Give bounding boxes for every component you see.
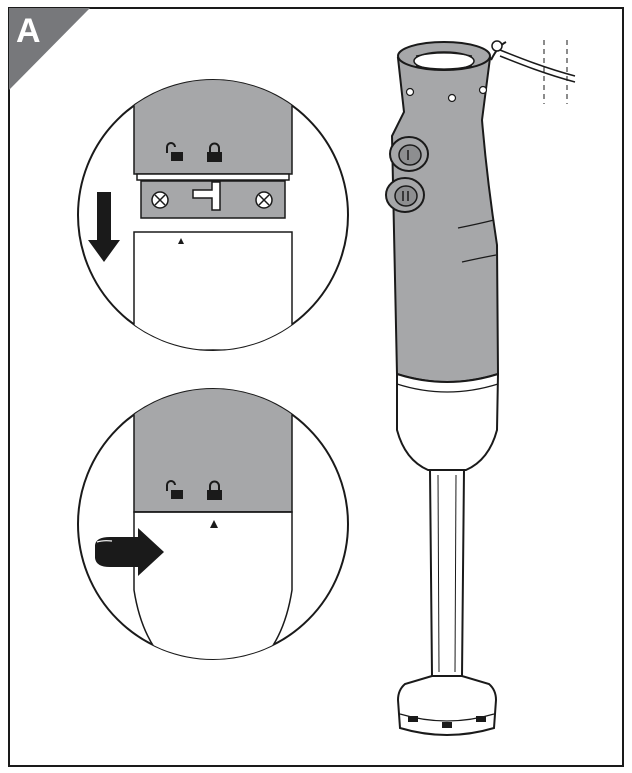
lock-slot [192,181,221,211]
motor-housing [390,57,500,383]
twist-arrow-icon [95,528,164,576]
detail-circle-bottom [77,388,349,660]
lock-icon [207,480,222,500]
speed-button-icon [389,136,429,172]
detail-circle-top [77,79,349,351]
blending-shaft [428,469,466,677]
down-arrow-icon [88,192,120,262]
figure-frame [8,7,624,767]
blade-guard [396,675,498,736]
alignment-triangle-icon [210,520,218,528]
unlock-icon [166,142,183,161]
screw-icon [255,191,273,209]
power-cord-icon [490,40,576,104]
alignment-triangle-icon [178,238,184,244]
screw-icon [151,191,169,209]
shaft-collar [396,372,500,471]
turbo-button-icon [385,177,425,213]
lock-icon [207,142,222,162]
step-badge [9,8,90,90]
step-label: A [16,12,41,50]
shaft-attachment-top [133,231,293,350]
unlock-icon [166,480,183,499]
shaft-attachment-bottom [133,511,293,659]
hand-blender [385,40,576,736]
